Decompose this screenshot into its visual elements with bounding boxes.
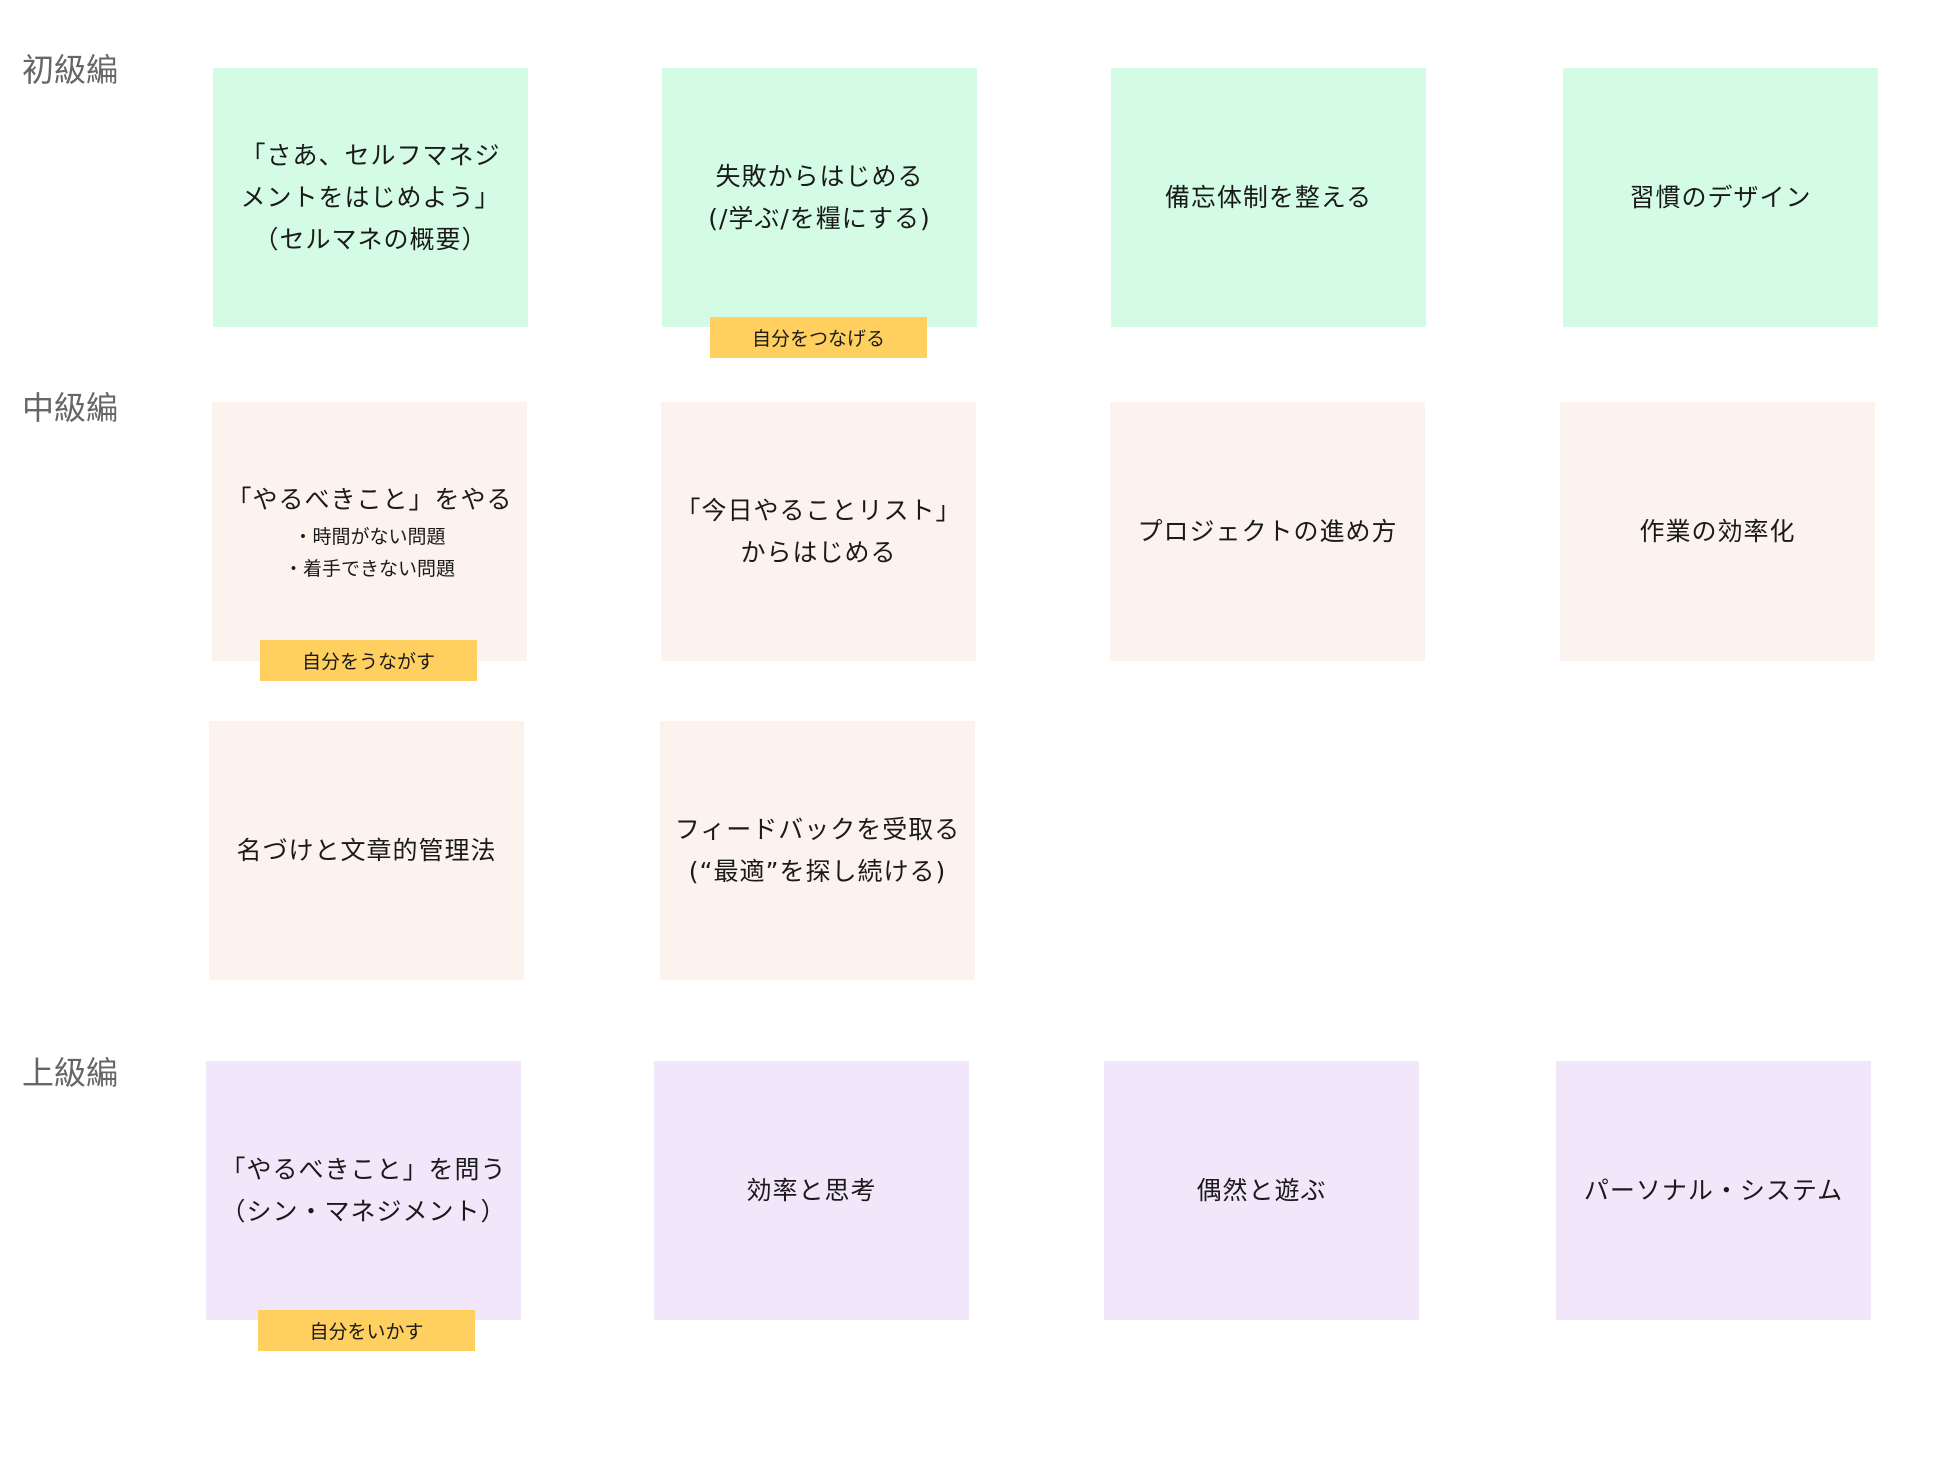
- note-subtext-line: ・時間がない問題: [293, 525, 446, 548]
- section-label-intermediate: 中級編: [22, 389, 119, 427]
- note-text-line: 「やるべきこと」をやる: [226, 484, 513, 514]
- note-text-line: 失敗からはじめる: [715, 161, 924, 191]
- note-text-line: 備忘体制を整える: [1164, 182, 1373, 212]
- note-text-line: (/学ぶ/を糧にする): [708, 203, 931, 233]
- sticky-note-play-with-chance[interactable]: 偶然と遊ぶ: [1104, 1061, 1419, 1320]
- note-text-line: プロジェクトの進め方: [1137, 516, 1398, 546]
- sticky-note-selfmanagement-intro[interactable]: 「さあ、セルフマネジ メントをはじめよう」 （セルマネの概要）: [213, 68, 528, 327]
- sticky-note-naming-text-management[interactable]: 名づけと文章的管理法: [209, 721, 524, 980]
- note-text-line: 「今日やることリスト」: [675, 495, 962, 525]
- note-text-line: からはじめる: [740, 537, 897, 567]
- note-text-line: 効率と思考: [746, 1175, 877, 1205]
- sticky-note-do-what-matters[interactable]: 「やるべきこと」をやる ・時間がない問題 ・着手できない問題: [212, 402, 527, 661]
- badge-utilize-self[interactable]: 自分をいかす: [258, 1310, 475, 1351]
- note-text-line: パーソナル・システム: [1583, 1175, 1844, 1205]
- sticky-note-efficiency-thinking[interactable]: 効率と思考: [654, 1061, 969, 1320]
- badge-connect-self[interactable]: 自分をつなげる: [710, 317, 927, 358]
- badge-prompt-self[interactable]: 自分をうながす: [260, 640, 477, 681]
- note-text-line: 「さあ、セルフマネジ: [240, 140, 501, 170]
- sticky-note-receive-feedback[interactable]: フィードバックを受取る (“最適”を探し続ける): [660, 721, 975, 980]
- sticky-note-work-efficiency[interactable]: 作業の効率化: [1560, 402, 1875, 661]
- sticky-note-project-method[interactable]: プロジェクトの進め方: [1110, 402, 1425, 661]
- note-text-line: (“最適”を探し続ける): [688, 856, 947, 886]
- sticky-note-question-what-matters[interactable]: 「やるべきこと」を問う （シン・マネジメント）: [206, 1061, 521, 1320]
- note-text-line: 習慣のデザイン: [1629, 182, 1812, 212]
- sticky-note-memo-system[interactable]: 備忘体制を整える: [1111, 68, 1426, 327]
- section-label-beginner: 初級編: [22, 51, 119, 89]
- sticky-note-start-from-failure[interactable]: 失敗からはじめる (/学ぶ/を糧にする): [662, 68, 977, 327]
- note-text-line: （シン・マネジメント）: [220, 1196, 507, 1226]
- note-text-line: フィードバックを受取る: [674, 814, 961, 844]
- section-label-advanced: 上級編: [22, 1054, 119, 1092]
- sticky-note-personal-system[interactable]: パーソナル・システム: [1556, 1061, 1871, 1320]
- note-subtext-line: ・着手できない問題: [283, 557, 455, 580]
- note-text-line: 「やるべきこと」を問う: [220, 1154, 507, 1184]
- note-text-line: 名づけと文章的管理法: [236, 835, 497, 865]
- note-text-line: 偶然と遊ぶ: [1196, 1175, 1327, 1205]
- note-text-line: メントをはじめよう」: [240, 182, 501, 212]
- note-text-line: 作業の効率化: [1639, 516, 1796, 546]
- note-text-line: （セルマネの概要）: [253, 224, 488, 254]
- sticky-note-habit-design[interactable]: 習慣のデザイン: [1563, 68, 1878, 327]
- sticky-note-todo-list[interactable]: 「今日やることリスト」 からはじめる: [661, 402, 976, 661]
